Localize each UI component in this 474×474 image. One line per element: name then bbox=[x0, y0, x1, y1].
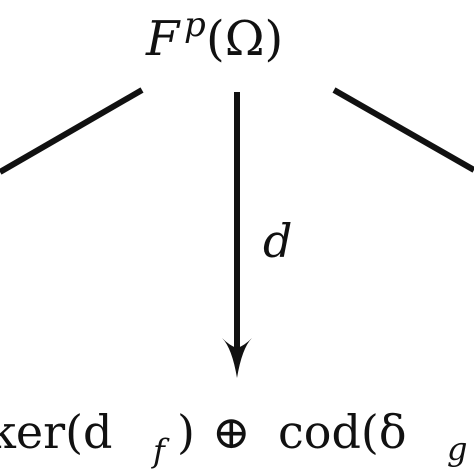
top-node-superscript-p: p bbox=[184, 5, 206, 45]
oplus-symbol: ⊕ bbox=[212, 405, 251, 459]
bottom-node-ker-close: ) bbox=[177, 405, 195, 459]
arrow-label-d: d bbox=[263, 214, 292, 268]
bottom-node-cod-subscript: g bbox=[447, 430, 467, 468]
bottom-node-ker-subscript: f bbox=[151, 432, 170, 470]
bottom-node-cod: cod(δ bbox=[278, 405, 407, 459]
bottom-node-ker: ker(d bbox=[0, 405, 112, 459]
right-diagonal-edge bbox=[332, 87, 474, 173]
left-diagonal-edge bbox=[0, 87, 144, 175]
vertical-arrow-head bbox=[222, 338, 252, 378]
top-node-F: F bbox=[145, 11, 181, 67]
top-node-omega: (Ω) bbox=[206, 11, 283, 67]
